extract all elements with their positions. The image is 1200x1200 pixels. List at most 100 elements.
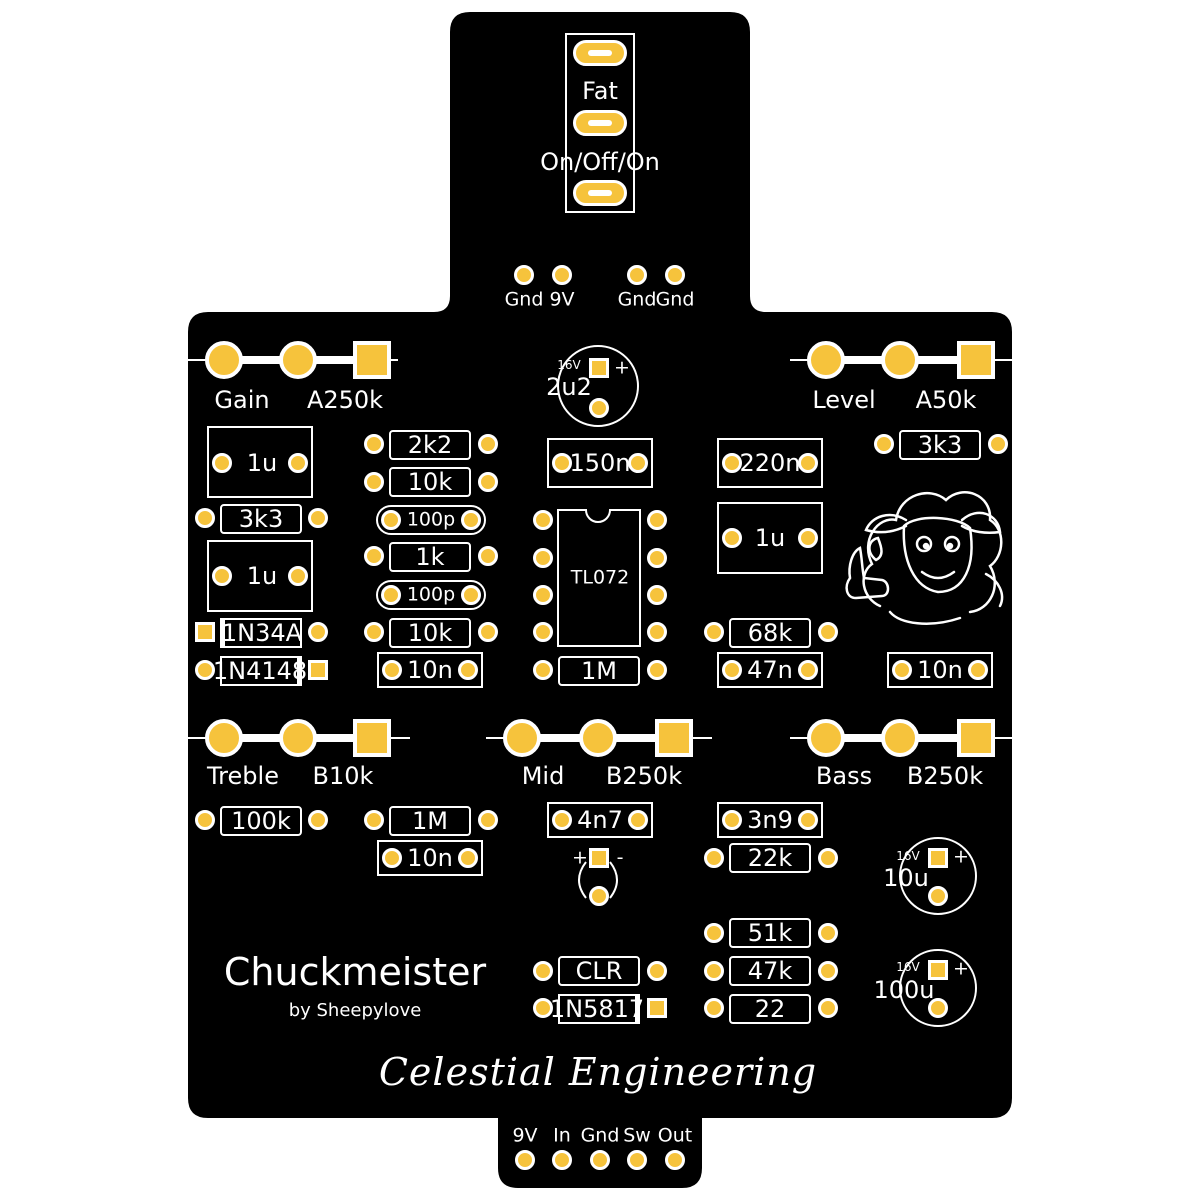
cap-100u-pad-plus[interactable] (928, 960, 948, 980)
res-22-pad-1[interactable] (704, 998, 724, 1018)
cap-220n-pad-2[interactable] (798, 453, 818, 473)
cap-220n-value: 220n (739, 449, 801, 477)
diode-1n5817-pad-2[interactable] (647, 998, 667, 1018)
diode-1n34a-pad-1[interactable] (195, 622, 215, 642)
res-3k3-a-pad-2[interactable] (308, 508, 328, 528)
pad-gnd-a[interactable] (514, 265, 534, 285)
pad-gnd-c[interactable] (665, 265, 685, 285)
cap-1u-c-pad-1[interactable] (722, 528, 742, 548)
res-3k3-a-pad-1[interactable] (195, 508, 215, 528)
cap-small-pad-plus[interactable] (589, 848, 609, 868)
label-gnd-c: Gnd (655, 288, 695, 311)
brand-logo-text: Celestial Engineering (378, 1050, 818, 1094)
cap-10n-c-pad-1[interactable] (382, 848, 402, 868)
cap-100u-pad-minus[interactable] (928, 998, 948, 1018)
cap-1u-b-pad-2[interactable] (288, 566, 308, 586)
cap-3n9-pad-2[interactable] (798, 810, 818, 830)
cap-47n-pad-2[interactable] (798, 660, 818, 680)
switch-pad-middle[interactable] (573, 110, 627, 136)
cap-100p-b-pad-2[interactable] (461, 585, 481, 605)
pot-mid-value: B250k (605, 762, 683, 790)
cap-4n7-pad-1[interactable] (552, 810, 572, 830)
diode-1n4148-pad-2[interactable] (308, 660, 328, 680)
res-10k-b-pad-2[interactable] (478, 622, 498, 642)
res-2k2-pad-2[interactable] (478, 434, 498, 454)
res-22k-pad-1[interactable] (704, 848, 724, 868)
switch-label-mode: On/Off/On (540, 148, 660, 176)
res-1m-b-pad-2[interactable] (478, 810, 498, 830)
res-51k-pad-1[interactable] (704, 923, 724, 943)
cap-220n-pad-1[interactable] (722, 453, 742, 473)
res-1k-pad-2[interactable] (478, 546, 498, 566)
bottom-pad-in[interactable] (552, 1150, 572, 1170)
res-2k2-pad-1[interactable] (364, 434, 384, 454)
res-100k-pad-1[interactable] (195, 810, 215, 830)
res-100k-value: 100k (231, 807, 291, 835)
cap-10n-b-pad-1[interactable] (892, 660, 912, 680)
switch-pad-top[interactable] (573, 40, 627, 66)
res-68k-pad-2[interactable] (818, 622, 838, 642)
res-10k-a-pad-2[interactable] (478, 472, 498, 492)
res-47k-pad-1[interactable] (704, 961, 724, 981)
pad-9v[interactable] (552, 265, 572, 285)
res-3k3-b-pad-2[interactable] (988, 434, 1008, 454)
res-68k-body (729, 618, 811, 648)
bottom-pad-gnd[interactable] (590, 1150, 610, 1170)
cap-47n-value: 47n (747, 656, 793, 684)
bottom-pad-sw[interactable] (627, 1150, 647, 1170)
cap-150n-box (547, 438, 653, 488)
res-22k-pad-2[interactable] (818, 848, 838, 868)
cap-10n-b-value: 10n (917, 656, 963, 684)
res-100k-pad-2[interactable] (308, 810, 328, 830)
cap-2u2-pad-minus[interactable] (589, 398, 609, 418)
cap-100p-b-pad-1[interactable] (381, 585, 401, 605)
diode-1n34a-pad-2[interactable] (308, 622, 328, 642)
diode-1n34a-body (220, 618, 302, 648)
res-10k-a-pad-1[interactable] (364, 472, 384, 492)
cap-1u-a-pad-2[interactable] (288, 453, 308, 473)
res-1m-a-pad-2[interactable] (647, 660, 667, 680)
cap-1u-a-pad-1[interactable] (212, 453, 232, 473)
cap-150n-pad-2[interactable] (628, 453, 648, 473)
bottom-label-in: In (553, 1124, 571, 1147)
cap-10u-pad-minus[interactable] (928, 886, 948, 906)
res-3k3-b-value: 3k3 (917, 431, 963, 459)
cap-1u-b-pad-1[interactable] (212, 566, 232, 586)
cap-10n-a-pad-2[interactable] (458, 660, 478, 680)
res-47k-pad-2[interactable] (818, 961, 838, 981)
cap-100p-a-pad-1[interactable] (381, 510, 401, 530)
bottom-label-out: Out (657, 1124, 693, 1147)
cap-small-pad-minus[interactable] (589, 886, 609, 906)
pad-gnd-b[interactable] (627, 265, 647, 285)
res-1m-b-pad-1[interactable] (364, 810, 384, 830)
res-3k3-b-pad-1[interactable] (874, 434, 894, 454)
res-1m-a-pad-1[interactable] (533, 660, 553, 680)
res-10k-b-pad-1[interactable] (364, 622, 384, 642)
cap-2u2-pad-plus[interactable] (589, 358, 609, 378)
cap-10n-b-box (887, 652, 993, 688)
cap-10u-pad-plus[interactable] (928, 848, 948, 868)
res-68k-pad-1[interactable] (704, 622, 724, 642)
cap-100p-a-pad-2[interactable] (461, 510, 481, 530)
res-22-pad-2[interactable] (818, 998, 838, 1018)
res-1k-pad-1[interactable] (364, 546, 384, 566)
cap-10n-b-pad-2[interactable] (968, 660, 988, 680)
cap-1u-c-pad-2[interactable] (798, 528, 818, 548)
cap-3n9-pad-1[interactable] (722, 810, 742, 830)
pot-bass-name: Bass (815, 762, 873, 790)
cap-47n-pad-1[interactable] (722, 660, 742, 680)
cap-1u-b-box (207, 540, 313, 612)
cap-150n-pad-1[interactable] (552, 453, 572, 473)
switch-pad-bottom[interactable] (573, 180, 627, 206)
diode-1n5817-pad-1[interactable] (533, 998, 553, 1018)
res-1m-b-body (389, 806, 471, 836)
res-51k-pad-2[interactable] (818, 923, 838, 943)
cap-10n-c-pad-2[interactable] (458, 848, 478, 868)
res-clr-pad-1[interactable] (533, 961, 553, 981)
bottom-pad-out[interactable] (665, 1150, 685, 1170)
cap-4n7-pad-2[interactable] (628, 810, 648, 830)
diode-1n4148-pad-1[interactable] (195, 660, 215, 680)
res-clr-pad-2[interactable] (647, 961, 667, 981)
cap-10n-a-pad-1[interactable] (382, 660, 402, 680)
bottom-pad-9v[interactable] (515, 1150, 535, 1170)
